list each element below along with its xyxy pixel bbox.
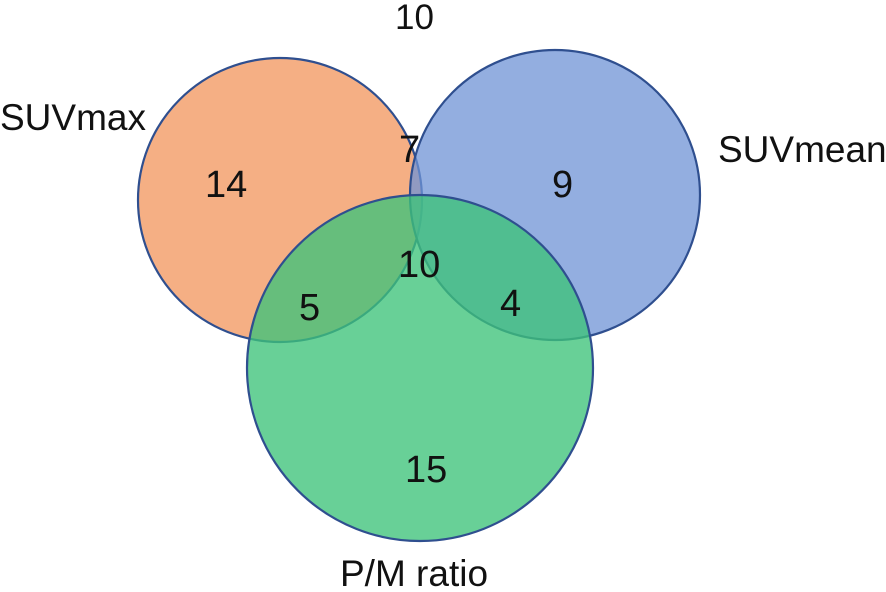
pm-only-count: 15 [405,449,447,491]
all-three-count: 10 [398,244,440,286]
suvmax-label: SUVmax [0,97,146,138]
suvmean-label: SUVmean [718,129,886,170]
outside-count: 10 [395,0,434,37]
suvmax-only-count: 14 [205,164,247,206]
suvmax-suvmean-count: 7 [399,129,420,171]
suvmean-only-count: 9 [552,164,573,206]
suvmean-pm-count: 4 [500,283,521,325]
pm-ratio-label: P/M ratio [340,553,488,592]
pm-ratio-circle [245,193,595,543]
suvmax-pm-count: 5 [299,287,320,329]
